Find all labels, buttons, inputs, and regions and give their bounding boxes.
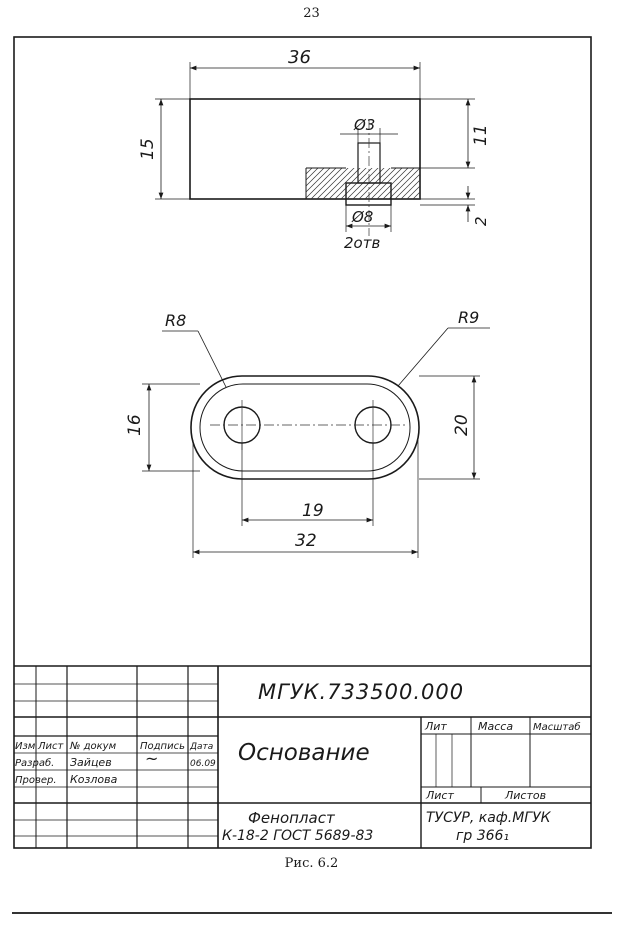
- header-sheets: Листов: [504, 789, 546, 802]
- title-block: МГУК.733500.000 Основание Фенопласт К-18…: [14, 665, 591, 848]
- header-sheet: Лист: [425, 789, 454, 802]
- dim-height-inner-label: 16: [125, 414, 145, 436]
- dim-radius-left-label: R8: [165, 311, 186, 330]
- doc-code: МГУК.733500.000: [258, 680, 464, 704]
- dim-hole-small-label: Ø3: [353, 116, 375, 134]
- header-doc-no: № докум: [69, 741, 117, 752]
- part-name: Основание: [238, 740, 370, 766]
- header-izm: Изм: [15, 741, 36, 752]
- dim-height-outer-label: 20: [452, 414, 472, 436]
- header-mass: Масса: [478, 720, 513, 733]
- figure-caption: Рис. 6.2: [284, 856, 339, 871]
- row-signature: ~: [145, 749, 158, 768]
- org-line-1: ТУСУР, каф.МГУК: [426, 810, 552, 826]
- dim-radius-right-label: R9: [458, 308, 479, 327]
- dim-bottom-offset-label: 2: [472, 216, 490, 226]
- dim-hole-large-label: Ø8: [351, 208, 373, 226]
- top-outer-outline: [190, 375, 420, 480]
- row-date: 06.09: [190, 759, 216, 769]
- dim-hole-count-label: 2отв: [344, 234, 380, 252]
- front-hole-large: [345, 182, 392, 206]
- footer-rule: [12, 912, 612, 914]
- page-number: 23: [303, 6, 320, 21]
- row-role: Провер.: [15, 775, 57, 786]
- front-view: 36 15 11 2 Ø3 Ø8 2отв: [138, 47, 491, 252]
- dim-length-label: 32: [295, 531, 317, 551]
- row-name: Козлова: [70, 773, 118, 786]
- sheet-frame: [13, 36, 592, 849]
- material-line-2: К-18-2 ГОСТ 5689-83: [222, 828, 373, 844]
- org-line-2: гр 366₁: [456, 828, 509, 844]
- dim-center-distance-label: 19: [302, 501, 324, 521]
- dim-inner-height-label: 11: [471, 124, 491, 146]
- material-line-1: Фенопласт: [248, 809, 336, 827]
- row-name: Зайцев: [70, 756, 112, 769]
- header-list: Лист: [37, 741, 65, 752]
- front-body-outline: [189, 98, 421, 200]
- top-view: R8 R9 16 20 19 32: [125, 308, 490, 558]
- row-role: Разраб.: [15, 757, 54, 769]
- header-scale: Масштаб: [533, 721, 581, 733]
- dim-height-label: 15: [138, 138, 158, 160]
- dim-width-label: 36: [288, 47, 311, 68]
- header-lit: Лит: [424, 720, 447, 733]
- header-date: Дата: [189, 742, 213, 752]
- top-inner-outline: [199, 383, 411, 472]
- header-signature: Подпись: [140, 741, 185, 752]
